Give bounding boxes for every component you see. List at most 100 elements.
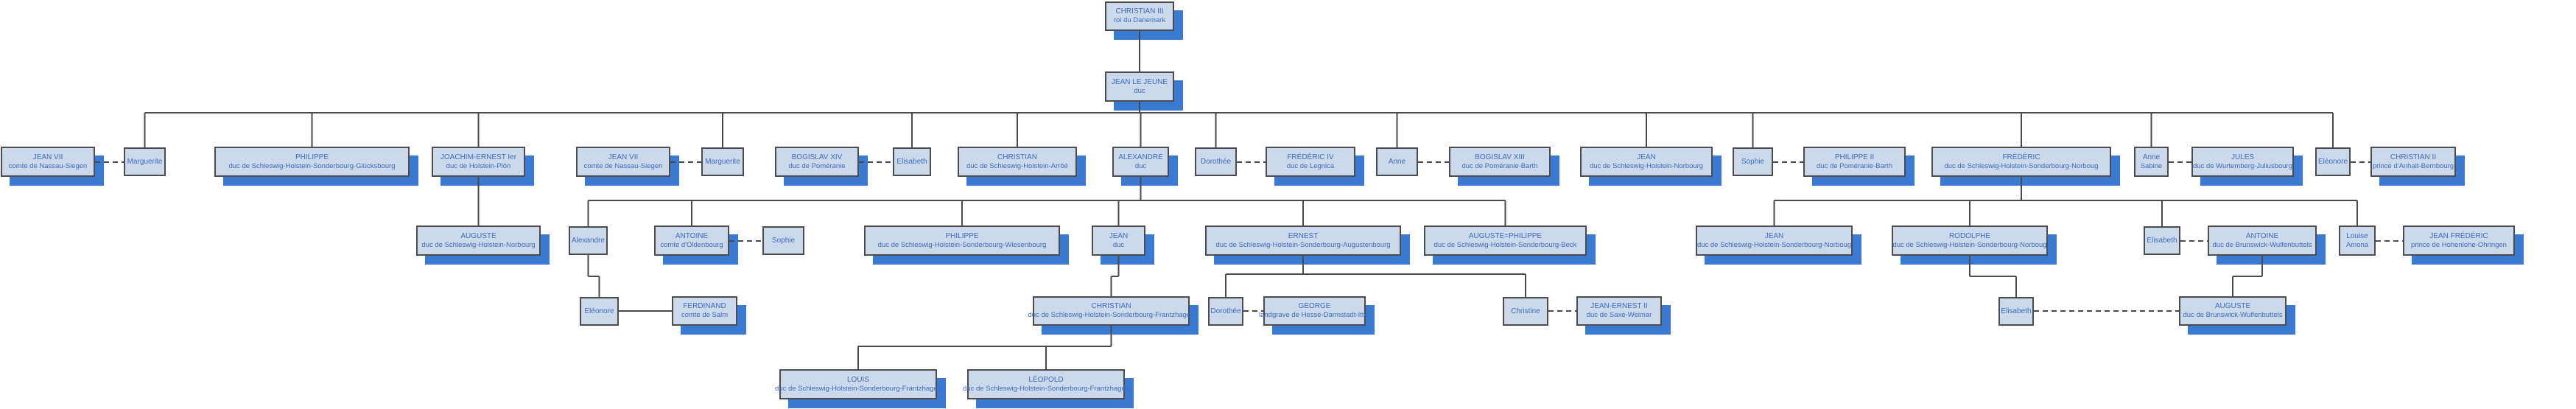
person-title: duc de Schleswig-Holstein-Sonderbourg-Gl… xyxy=(228,161,396,170)
person-name: Alexandre xyxy=(571,236,606,245)
person-name: FRÉDÉRIC IV xyxy=(1287,153,1334,161)
person-name: CHRISTIAN III xyxy=(1115,7,1164,15)
person-title: duc de Legnica xyxy=(1286,161,1335,170)
descent-connector-jeanlejeune xyxy=(144,102,2334,147)
person-box-sophie2[interactable]: Sophie xyxy=(762,226,804,255)
person-name: Sophie xyxy=(771,236,796,245)
person-name: FERDINAND xyxy=(683,302,726,310)
descent-connector-alexandre_duc xyxy=(587,177,1506,226)
person-title: roi du Danemark xyxy=(1113,16,1166,24)
person-title: duc de Schleswig-Holstein-Norbourg xyxy=(1589,161,1704,170)
person-box-marguerite1[interactable]: Marguerite xyxy=(124,147,166,176)
person-box-eleonore1[interactable]: Eléonore xyxy=(2315,147,2351,176)
person-box-anne1[interactable]: Anne xyxy=(1376,147,1418,176)
person-name: BOGISLAV XIV xyxy=(791,153,843,161)
person-name: ERNEST xyxy=(1288,231,1319,240)
person-title: duc de Schleswig-Holstein-Sonderbourg-No… xyxy=(1696,240,1852,249)
person-title: duc xyxy=(1134,161,1147,170)
person-name: Dorothée xyxy=(1200,157,1232,166)
person-box-dorothee2[interactable]: Dorothée xyxy=(1208,297,1243,326)
person-name: AUGUSTE xyxy=(2214,302,2251,310)
person-name: Marguerite xyxy=(705,157,740,166)
person-name: AUGUSTE xyxy=(460,231,496,240)
person-name: JEAN-ERNEST II xyxy=(1590,302,1648,310)
descent-connector-christian_fr xyxy=(857,326,1112,369)
person-name: JEAN FRÉDÉRIC xyxy=(2429,231,2488,240)
person-name: Eléonore xyxy=(2317,157,2348,166)
person-name: Marguerite xyxy=(127,157,163,166)
person-name: CHRISTIAN xyxy=(1091,302,1131,310)
person-box-elisabeth1[interactable]: Elisabeth xyxy=(893,147,931,176)
person-box-christine[interactable]: Christine xyxy=(1503,297,1548,326)
person-name: FRÉDÉRIC xyxy=(2002,153,2040,161)
person-name: PHILIPPE xyxy=(295,153,329,161)
person-title: comte d'Oldenbourg xyxy=(660,240,723,249)
person-name: CHRISTIAN xyxy=(997,153,1037,161)
descent-connector-frederic_n xyxy=(1773,177,2358,226)
descent-connector-ernest_aug xyxy=(1225,256,1526,297)
person-title: duc de Schleswig-Holstein-Sonderbourg-Wi… xyxy=(877,240,1047,249)
person-title: duc de Schleswig-Holstein-Sonderbourg-Au… xyxy=(1215,240,1391,249)
person-box-eleonore2[interactable]: Eléonore xyxy=(580,297,619,326)
person-title: duc de Schleswig-Holstein-Sonderbourg-Fr… xyxy=(775,384,942,393)
person-box-marguerite2[interactable]: Marguerite xyxy=(701,147,744,176)
person-box-elisabeth2[interactable]: Elisabeth xyxy=(2144,226,2180,255)
person-title: prince d'Anhalt-Bernbourg xyxy=(2372,161,2454,170)
person-name: Elisabeth xyxy=(2147,236,2177,245)
person-title: duc de Holstein-Plön xyxy=(446,161,511,170)
person-box-sophie1[interactable]: Sophie xyxy=(1733,147,1773,176)
person-name: Elisabeth xyxy=(2001,307,2032,315)
person-title: duc de Poméranie xyxy=(788,161,846,170)
person-title: prince de Hohenlohe-Ohringen xyxy=(2411,240,2507,249)
person-title: duc de Schleswig-Holstein-Sonderbourg-Fr… xyxy=(1028,311,1195,319)
person-name: JULES xyxy=(2231,153,2255,161)
person-box-dorothee1[interactable]: Dorothée xyxy=(1195,147,1237,176)
person-box-alexandre2[interactable]: Alexandre xyxy=(569,226,608,255)
person-box-elisabeth3[interactable]: Elisabeth xyxy=(1998,297,2034,326)
person-title: landgrave de Hesse-Darmstadt-Itter xyxy=(1259,311,1371,319)
person-title: duc de Wurtemberg-Juliusbourg xyxy=(2193,161,2293,170)
person-name: JEAN VII xyxy=(32,153,63,161)
person-name: PHILIPPE xyxy=(945,231,979,240)
person-name: ALEXANDRE xyxy=(1118,153,1163,161)
person-name: JEAN xyxy=(1637,153,1656,161)
person-name: ANTOINE xyxy=(675,231,709,240)
